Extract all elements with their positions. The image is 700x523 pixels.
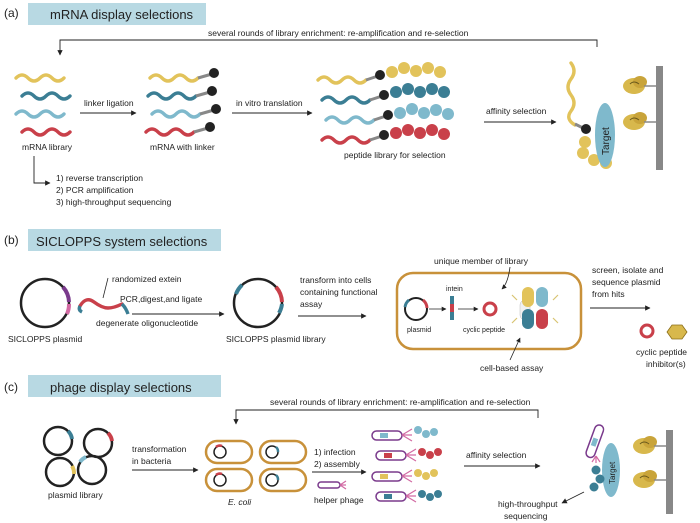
transform-line-1: transform into cells: [300, 275, 371, 285]
target-c-label: Target: [608, 461, 617, 484]
target-ellipse: [595, 103, 615, 167]
siclopps-library-plasmid: [232, 277, 284, 329]
step-1: 1) reverse transcription: [56, 173, 143, 183]
panel-a: (a) mRNA display selections several roun…: [4, 3, 663, 207]
peptide-library: [316, 62, 454, 145]
helper-phage: [317, 480, 347, 490]
phage-particles: [371, 426, 442, 503]
siclopps-plasmid: [19, 277, 71, 329]
phage-loop-label: several rounds of library enrichment: re…: [270, 397, 531, 407]
cell-assay-label: cell-based assay: [480, 363, 544, 373]
randomized-extein-label: randomized extein: [112, 274, 182, 284]
mrna-with-linker: [144, 68, 221, 137]
plasmid-library-c: [42, 425, 114, 488]
screen-line-1: screen, isolate and: [592, 265, 664, 275]
mrna-with-linker-label: mRNA with linker: [150, 142, 215, 152]
cyclic-peptide-ring: [482, 301, 498, 317]
solid-support-c: [666, 430, 673, 514]
plasmid-library-label: plasmid library: [48, 490, 104, 500]
panel-c: (c) phage display selections several rou…: [4, 375, 673, 521]
target-assembly-c: Target: [585, 424, 673, 514]
helper-phage-label: helper phage: [314, 495, 364, 505]
transformation-line-1: transformation: [132, 444, 187, 454]
inhibitor-line-1: cyclic peptide: [636, 347, 687, 357]
degenerate-oligo: [77, 298, 130, 315]
siclopps-library-label: SICLOPPS plasmid library: [226, 334, 326, 344]
screen-line-3: from hits: [592, 289, 625, 299]
mrna-library-waves: [14, 73, 72, 137]
cell-assay-pointer: [509, 337, 521, 361]
enrichment-loop-arrow: [57, 39, 598, 56]
transform-line-2: containing functional: [300, 287, 378, 297]
hts-line-1: high-throughput: [498, 499, 558, 509]
ecoli-label: E. coli: [228, 497, 252, 507]
intein-bar: [450, 296, 454, 320]
panel-c-letter: (c): [4, 380, 18, 394]
hts-line-2: sequencing: [504, 511, 548, 521]
phage-loop-arrow: [233, 409, 539, 425]
panel-c-banner: [28, 375, 221, 397]
panel-b-title: SICLOPPS system selections: [36, 234, 208, 249]
unique-member-pointer: [501, 266, 511, 290]
unique-member-label: unique member of library: [434, 256, 529, 266]
pcr-label: PCR,digest,and ligate: [120, 294, 202, 304]
protein-pair: [511, 287, 559, 329]
panel-b: (b) SICLOPPS system selections SICLOPPS …: [4, 229, 688, 373]
peptide-library-label: peptide library for selection: [344, 150, 446, 160]
solid-support: [656, 66, 663, 170]
cell-box: [395, 271, 583, 351]
siclopps-plasmid-label: SICLOPPS plasmid: [8, 334, 82, 344]
linker-ligation-label: linker ligation: [84, 98, 134, 108]
followup-arrow: [33, 156, 51, 186]
inhibitor-ring: [639, 323, 655, 339]
panel-a-letter: (a): [4, 6, 19, 20]
extein-pointer: [102, 277, 109, 299]
panel-a-banner: [28, 3, 206, 25]
cell-plasmid: [403, 297, 429, 321]
panel-b-banner: [28, 229, 221, 251]
infection-step: 1) infection: [314, 447, 356, 457]
affinity-selection-c-label: affinity selection: [466, 450, 527, 460]
step-2: 2) PCR amplification: [56, 185, 134, 195]
panel-a-title: mRNA display selections: [50, 7, 194, 22]
degenerate-label: degenerate oligonucleotide: [96, 318, 198, 328]
panel-c-title: phage display selections: [50, 380, 192, 395]
inhibitor-hexagon: [666, 324, 688, 340]
hts-arrow: [561, 491, 585, 504]
ecoli-cells: [204, 439, 308, 493]
target-label: Target: [601, 127, 612, 155]
intein-label: intein: [446, 286, 463, 293]
panel-b-letter: (b): [4, 233, 19, 247]
screen-line-2: sequence plasmid: [592, 277, 661, 287]
translation-label: in vitro translation: [236, 98, 303, 108]
assembly-step: 2) assembly: [314, 459, 361, 469]
affinity-selection-label: affinity selection: [486, 106, 547, 116]
target-assembly-a: Target: [566, 61, 663, 170]
step-3: 3) high-throughput sequencing: [56, 197, 172, 207]
inhibitor-line-2: inhibitor(s): [646, 359, 686, 369]
cyclic-peptide-label: cyclic peptide: [463, 327, 505, 334]
enrichment-loop-label: several rounds of library enrichment: re…: [208, 28, 469, 38]
mrna-library-label: mRNA library: [22, 142, 73, 152]
cell-plasmid-label: plasmid: [407, 327, 431, 334]
transformation-line-2: in bacteria: [132, 456, 171, 466]
transform-line-3: assay: [300, 299, 323, 309]
